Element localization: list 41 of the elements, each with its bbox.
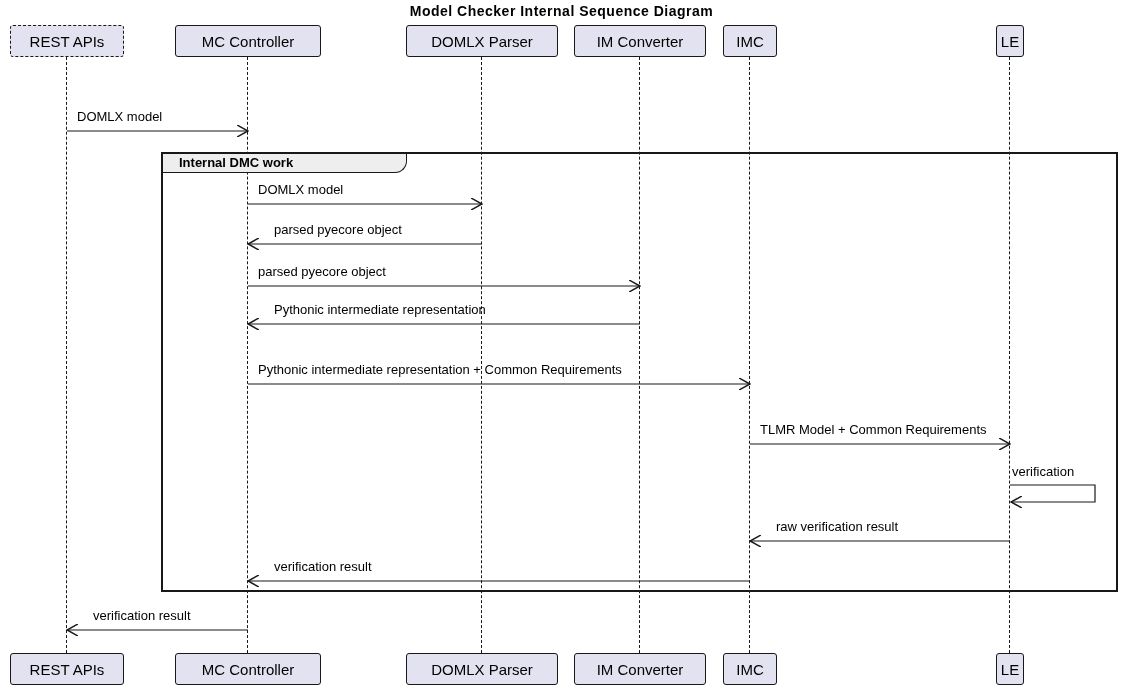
message-label: Pythonic intermediate representation + Common Requirements [258, 362, 622, 378]
message-label: verification [1012, 464, 1075, 480]
participant-box: LE [996, 653, 1024, 685]
message-label: DOMLX model [258, 182, 344, 198]
message-label: verification result [93, 608, 191, 624]
message-arrow [749, 437, 1011, 451]
message-arrow [749, 534, 1011, 548]
lifeline [639, 57, 640, 653]
participant-box: REST APIs [10, 653, 124, 685]
message-label: verification result [274, 559, 372, 575]
participant-box: LE [996, 25, 1024, 57]
participant-box: MC Controller [175, 25, 321, 57]
message-arrow [66, 623, 249, 637]
message-label: raw verification result [776, 519, 899, 535]
message-arrow [247, 279, 641, 293]
lifeline [66, 57, 67, 653]
message-label: Pythonic intermediate representation [274, 302, 486, 318]
lifeline [749, 57, 750, 653]
message-arrow [247, 574, 751, 588]
message-label: parsed pyecore object [258, 264, 386, 280]
message-arrow [66, 124, 249, 138]
participant-box: IMC [723, 653, 777, 685]
participant-box: IM Converter [574, 25, 706, 57]
message-label: DOMLX model [77, 109, 163, 125]
participant-box: DOMLX Parser [406, 25, 558, 57]
message-arrow [247, 237, 483, 251]
message-arrow [247, 197, 483, 211]
message-label: TLMR Model + Common Requirements [760, 422, 987, 438]
group-title: Internal DMC work [163, 154, 407, 173]
message-label: parsed pyecore object [274, 222, 402, 238]
lifeline [481, 57, 482, 653]
participant-box: MC Controller [175, 653, 321, 685]
self-message-arrow [1009, 484, 1096, 509]
participant-box: IM Converter [574, 653, 706, 685]
participant-box: IMC [723, 25, 777, 57]
message-arrow [247, 317, 641, 331]
message-arrow [247, 377, 751, 391]
diagram-title: Model Checker Internal Sequence Diagram [408, 3, 715, 19]
participant-box: DOMLX Parser [406, 653, 558, 685]
lifeline [1009, 57, 1010, 653]
participant-box: REST APIs [10, 25, 124, 57]
